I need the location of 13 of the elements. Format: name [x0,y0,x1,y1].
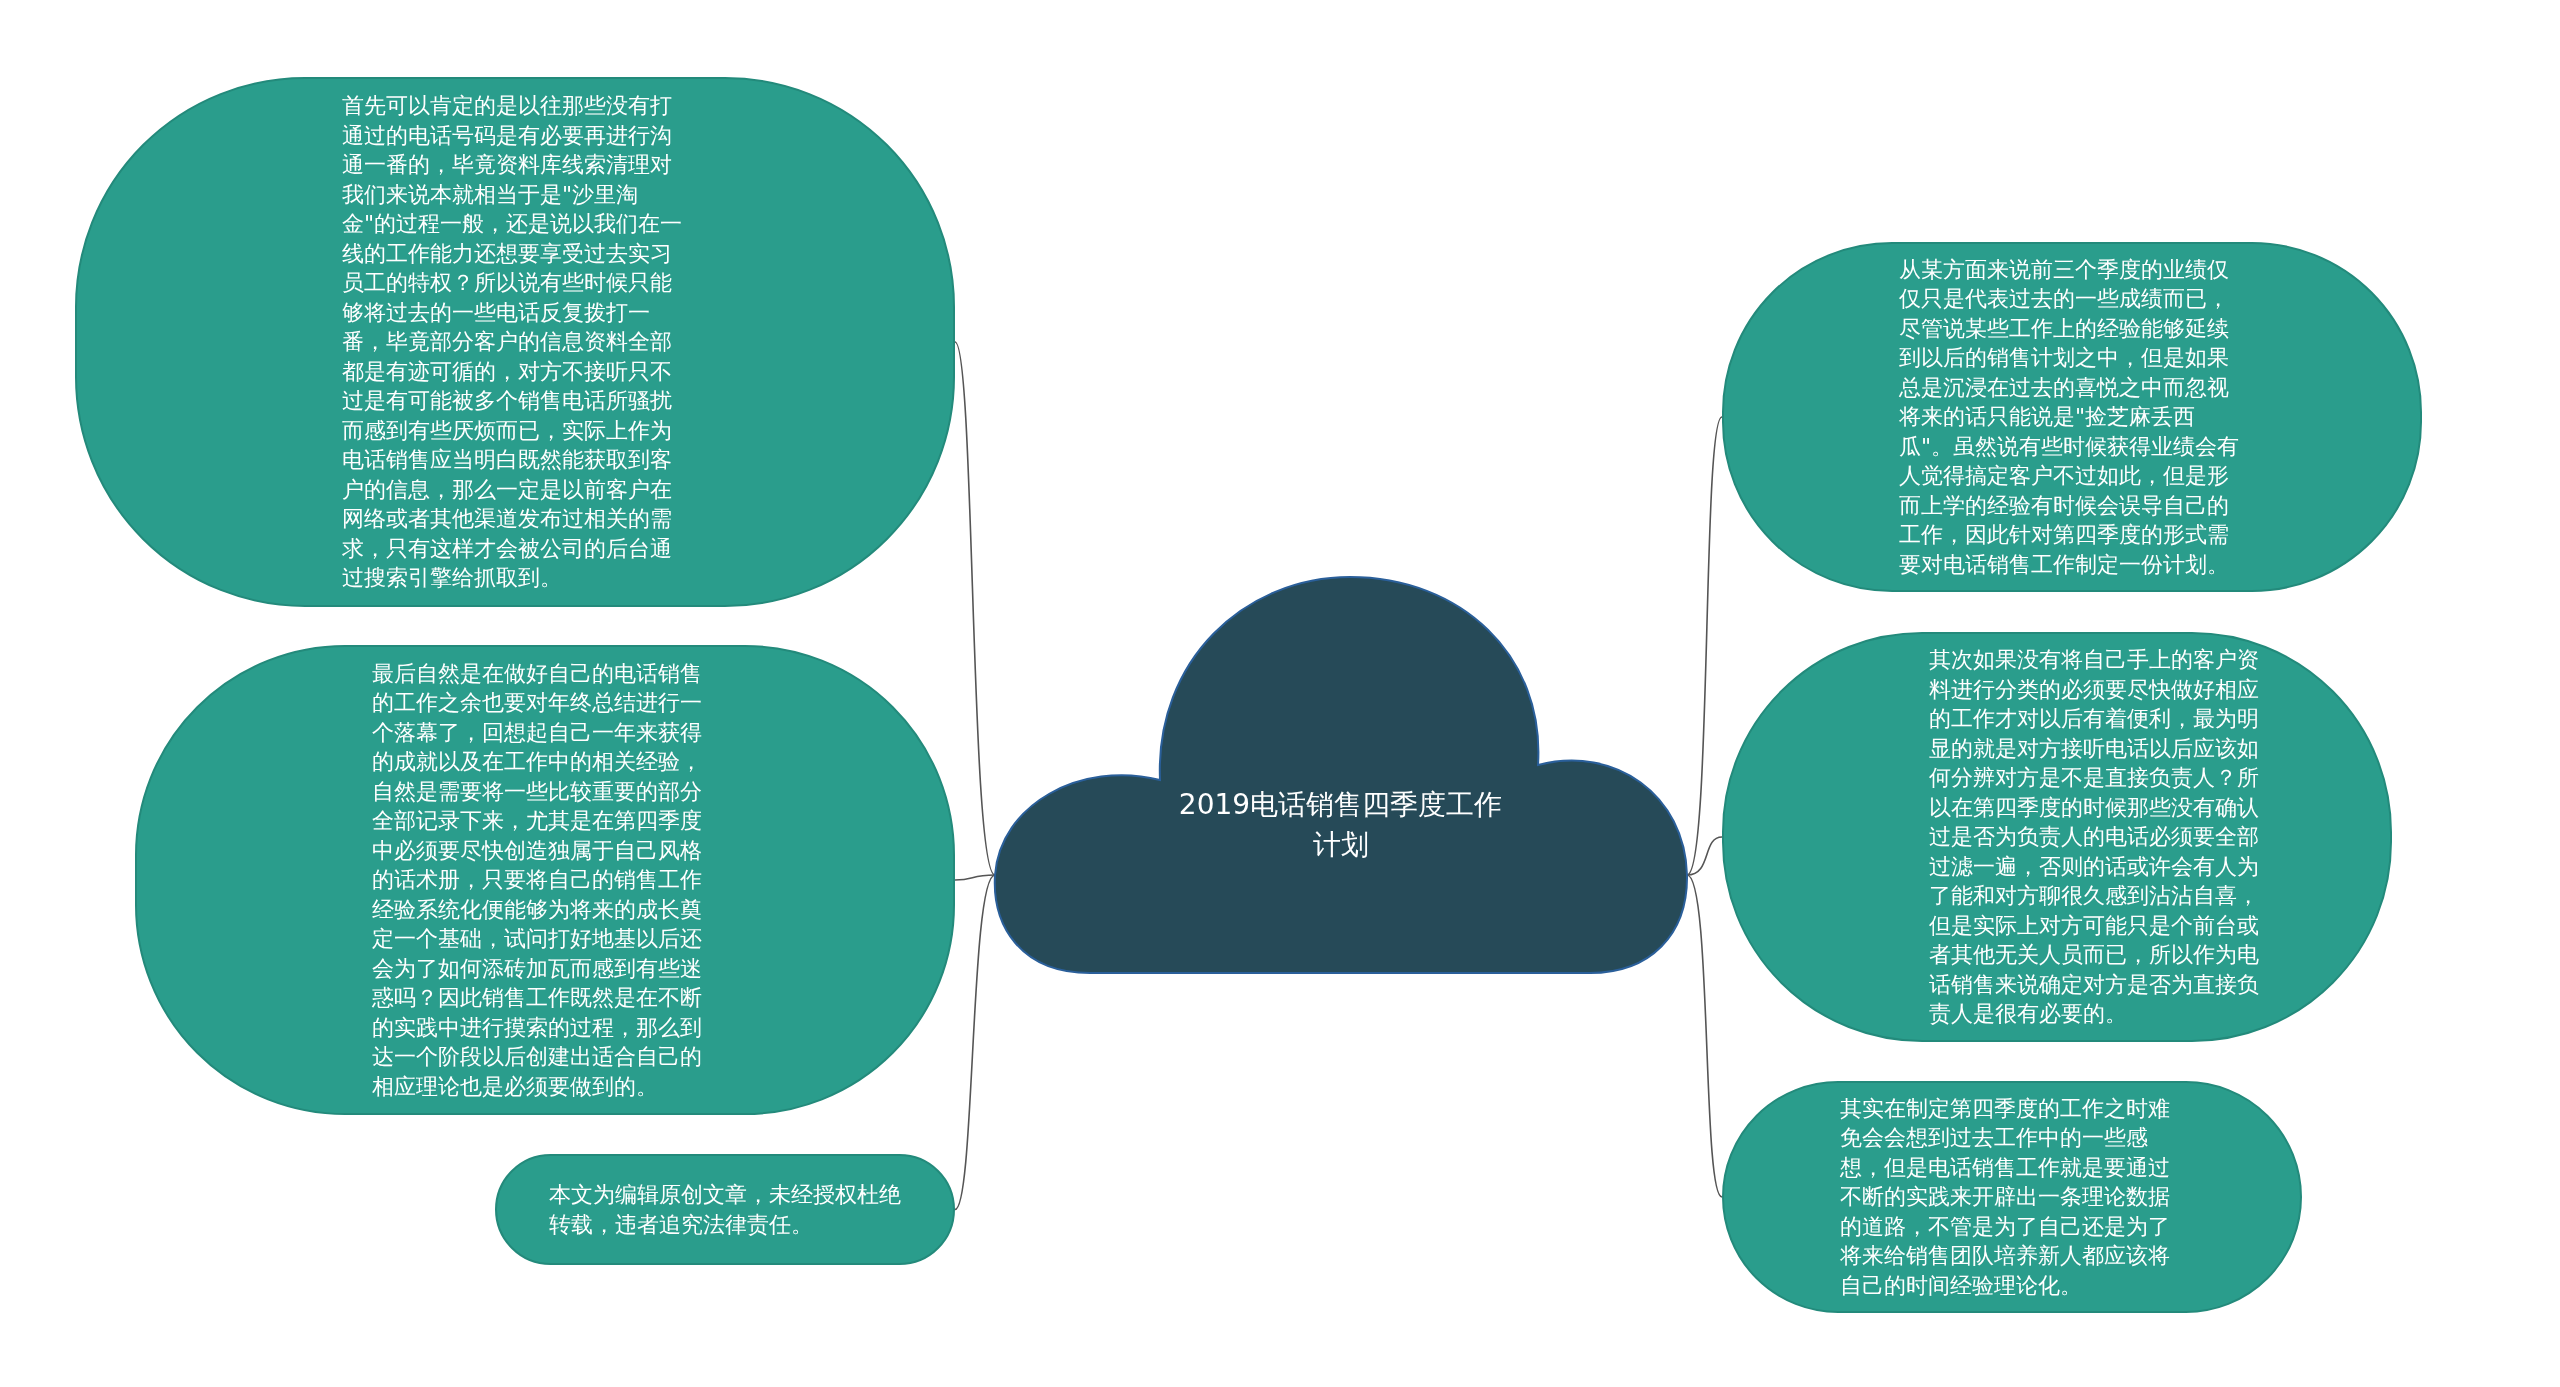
topic-text: 其次如果没有将自己手上的客户资料进行分类的必须要尽快做好相应的工作才对以后有着便利，最为明显的就是对方接听电话以后应该如何分辨对方是不是直接负责人？所以在第四季度的时候那些没有确认过是否为负责人的电话必须要全部过滤一遍，否则的话或许会有人为了能和对方聊很久感到沾沾自喜，但是实际上对方可能只是个前台或者其他无关人员而已，所以作为电话销售来说确定对方是否为直接负责人是很有必要的。 [1929,646,2260,1029]
connector-line [954,874,996,881]
topic-text: 本文为编辑原创文章，未经授权杜绝转载，违者追究法律责任。 [549,1181,902,1239]
topic-text: 从某方面来说前三个季度的业绩仅仅只是代表过去的一些成绩而已，尽管说某些工作上的经验能够延续到以后的销售计划之中，但是如果总是沉浸在过去的喜悦之中而忽视将来的话只能说是"捡芝麻丢西瓜"。虽然说有些时候获得业绩会有人觉得搞定客户不过如此，但是形而上学的经验有时候会误导自己的工作，因此针对第四季度的形式需要对电话销售工作制定一份计划。 [1899,255,2241,579]
connector-line [1686,874,1723,1198]
central-topic-text: 2019电话销售四季度工作计划 [1177,787,1504,863]
connector-line [1686,836,1723,876]
connector-line [954,874,996,1211]
topic-text: 最后自然是在做好自己的电话销售的工作之余也要对年终总结进行一个落幕了，回想起自己一年来获得的成就以及在工作中的相关经验，自然是需要将一些比较重要的部分全部记录下来，尤其是在第四季度中必须要尽快创造独属于自己风格的话术册，只要将自己的销售工作经验系统化便能够为将来的成长奠定一个基础，试问打好地基以后还会为了如何添砖加瓦而感到有些迷惑吗？因此销售工作既然是在不断的实践中进行摸索的过程，那么到达一个阶段以后创建出适合自己的相应理论也是必须要做到的。 [372,659,703,1101]
topic-text: 其实在制定第四季度的工作之时难免会会想到过去工作中的一些感想，但是电话销售工作就是要通过不断的实践来开辟出一条理论数据的道路，不管是为了自己还是为了将来给销售团队培养新人都应该将自己的时间经验理论化。 [1840,1094,2171,1300]
connector-line [1686,416,1723,876]
connector-line [954,341,996,876]
topic-text: 首先可以肯定的是以往那些没有打通过的电话号码是有必要再进行沟通一番的，毕竟资料库线索清理对我们来说本就相当于是"沙里淘金"的过程一般，还是说以我们在一线的工作能力还想要享受过去实习员工的特权？所以说有些时候只能够将过去的一些电话反复拨打一番，毕竟部分客户的信息资料全部都是有迹可循的，对方不接听只不过是有可能被多个销售电话所骚扰而感到有些厌烦而已，实际上作为电话销售应当明白既然能获取到客户的信息，那么一定是以前客户在网络或者其他渠道发布过相关的需求，只有这样才会被公司的后台通过搜索引擎给抓取到。 [342,92,684,593]
